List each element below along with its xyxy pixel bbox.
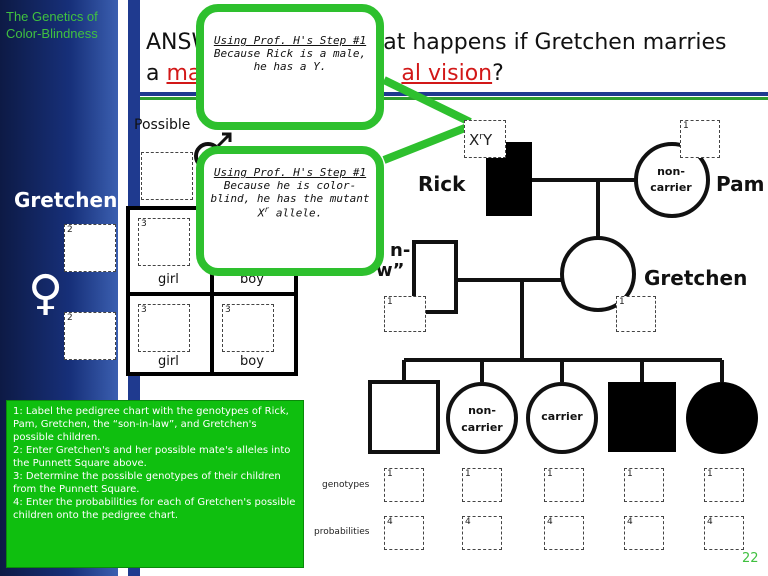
rick-genotype-sup: r [479,132,483,142]
child-3-status: carrier [541,410,583,423]
punnett-label-1: girl [158,272,179,287]
gretchen-sidebar-label: Gretchen [14,188,118,212]
genotype-box-2[interactable]: 1 [462,468,502,502]
instruction-4: 4: Enter the probabilities for each of G… [13,497,296,521]
child-4-square [608,382,676,452]
instruction-3: 3: Determine the possible genotypes of t… [13,471,281,495]
instruction-2: 2: Enter Gretchen's and her possible mat… [13,445,291,469]
gretchen-genotype-box[interactable]: 1 [616,296,656,332]
callout-1-heading: Using Prof. H's Step #1 [213,34,367,47]
sidebar-title: The Genetics of Color-Blindness [6,9,98,41]
title-link-right[interactable]: al vision [401,61,493,86]
gretchen-allele-box-2[interactable]: 2 [64,312,116,360]
genotype-box-4[interactable]: 1 [624,468,664,502]
probability-box-1[interactable]: 4 [384,516,424,550]
genotypes-label: genotypes [322,480,370,490]
genotype-box-3[interactable]: 1 [544,468,584,502]
punnett-label-3: girl [158,354,179,369]
rick-genotype-y: Y [482,131,493,149]
pam-genotype-box[interactable]: 1 [680,120,720,158]
instruction-1: 1: Label the pedigree chart with the gen… [13,406,289,443]
gretchen-circle [560,236,636,312]
rick-genotype-x: X [469,131,480,149]
callout-2-body-sup: r [264,205,270,214]
genotype-box-5[interactable]: 1 [704,468,744,502]
probabilities-label: probabilities [314,527,370,537]
son-in-law-partial-2: w” [376,260,405,281]
probability-box-5[interactable]: 4 [704,516,744,550]
callout-rick-y: Using Prof. H's Step #1 Because Rick is … [196,4,384,130]
punnett-label-4: boy [240,354,264,369]
title-end: ? [492,61,504,86]
possible-label: Possible [134,117,191,133]
callout-2-heading: Using Prof. H's Step #1 [213,166,367,179]
title-line2-prefix: a [146,61,167,86]
pam-status: non-carrier [650,165,692,194]
title-rule-green [140,97,768,100]
mate-allele-box[interactable] [141,152,193,200]
rick-genotype-box[interactable]: XrY [464,120,506,158]
female-symbol-icon: ♀ [28,265,64,321]
callout-rick-xr: Using Prof. H's Step #1 Because he is co… [196,146,384,276]
instructions-panel: 1: Label the pedigree chart with the gen… [6,400,304,568]
punnett-box-4[interactable]: 3 [222,304,274,352]
punnett-cell-3: 3 girl [130,296,210,372]
punnett-box-1[interactable]: 3 [138,218,190,266]
child-3-circle [526,382,598,454]
callout-2-body-start: Because he is color-blind, he has the mu… [210,179,370,220]
callout-1-body: Because Rick is a male, he has a Y. [213,47,367,73]
punnett-cell-4: 3 boy [214,296,294,372]
gretchen-pedigree-label: Gretchen [644,266,748,290]
pam-circle [634,142,710,218]
title-middle: at happens if Gretchen marries [383,30,727,55]
child-2-circle [446,382,518,454]
slide-number: 22 [742,551,759,566]
callout-2-body-end: allele. [269,206,323,220]
rick-label: Rick [418,172,466,196]
child-5-circle [686,382,758,454]
pam-label: Pam [716,172,765,196]
son-in-law-square [412,240,458,314]
title-link-left[interactable]: ma [166,61,202,86]
title-rule-blue [140,92,768,96]
genotype-box-1[interactable]: 1 [384,468,424,502]
probability-box-2[interactable]: 4 [462,516,502,550]
punnett-box-3[interactable]: 3 [138,304,190,352]
son-in-law-partial: n- [390,240,411,261]
gretchen-allele-box-1[interactable]: 2 [64,224,116,272]
son-in-law-genotype-box[interactable]: 1 [384,296,426,332]
child-2-status: non-carrier [461,404,503,434]
probability-box-4[interactable]: 4 [624,516,664,550]
child-1-square [368,380,440,454]
probability-box-3[interactable]: 4 [544,516,584,550]
